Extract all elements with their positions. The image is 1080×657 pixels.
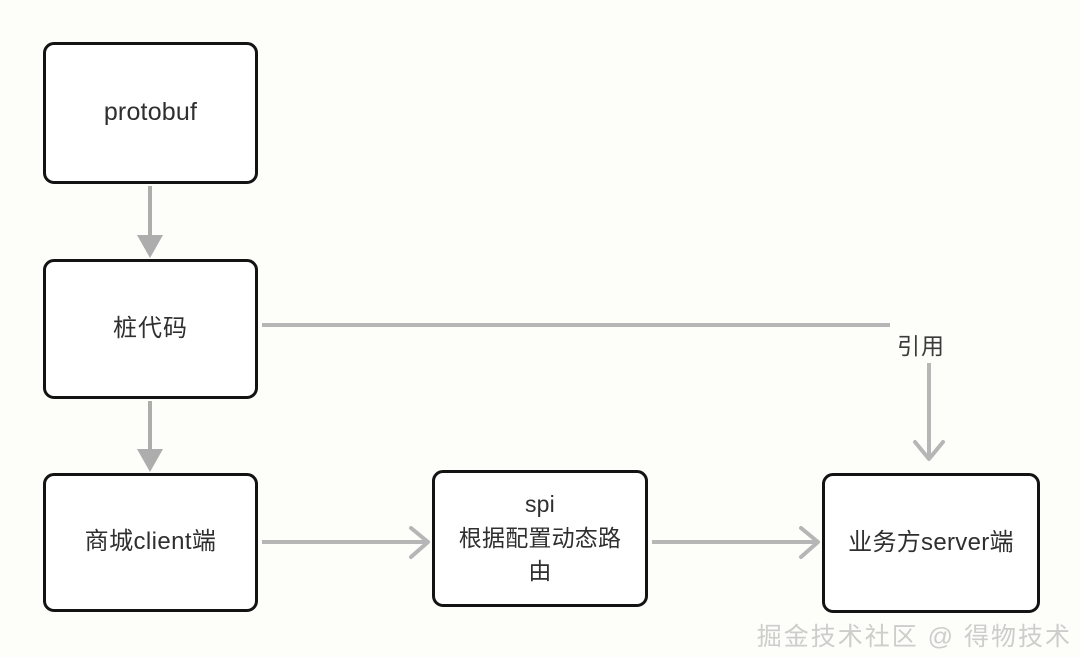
node-mall-client-label: 商城client端 <box>84 528 217 556</box>
node-spi-dynamic-routing[interactable]: spi 根据配置动态路 由 <box>432 470 648 607</box>
edge-protobuf-to-stub <box>137 186 163 258</box>
edge-spi-to-biz-server <box>652 526 820 559</box>
edge-stub-to-mall-client <box>137 401 163 472</box>
node-business-server-label: 业务方server端 <box>848 528 1014 556</box>
node-stub-code-label: 桩代码 <box>113 314 188 342</box>
node-mall-client[interactable]: 商城client端 <box>43 473 258 612</box>
node-protobuf-label: protobuf <box>103 98 198 127</box>
edge-stub-to-biz-server-reference <box>262 323 945 461</box>
watermark: 掘金技术社区 @ 得物技术 <box>756 623 1072 651</box>
node-protobuf[interactable]: protobuf <box>43 42 258 184</box>
edge-label-reference: 引用 <box>897 333 945 359</box>
edge-mall-client-to-spi <box>262 526 430 559</box>
node-stub-code[interactable]: 桩代码 <box>43 259 258 399</box>
node-business-server[interactable]: 业务方server端 <box>822 473 1040 613</box>
node-spi-dynamic-routing-label: spi 根据配置动态路 由 <box>458 491 622 585</box>
